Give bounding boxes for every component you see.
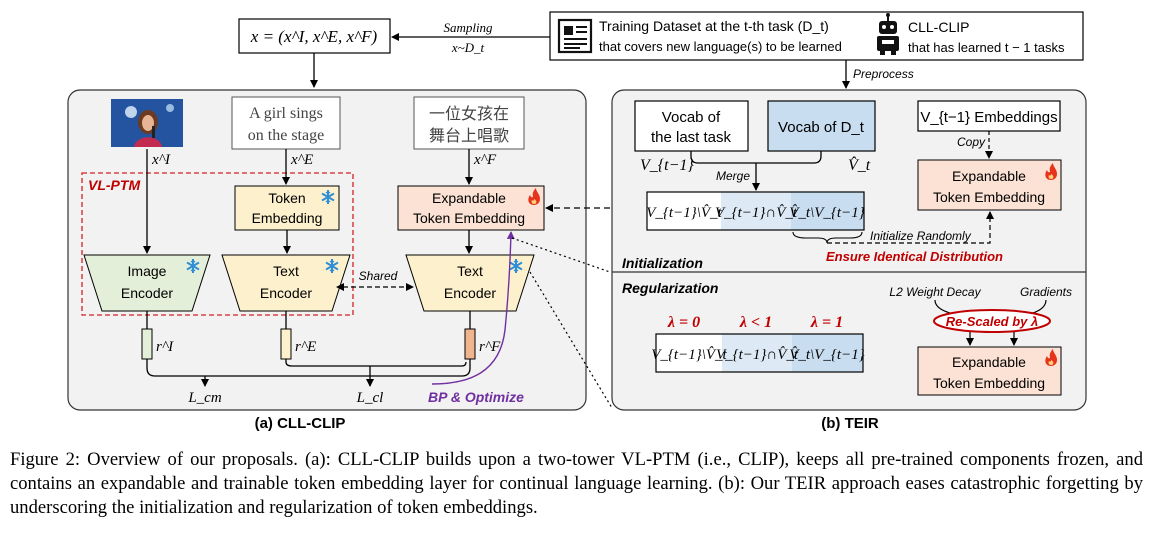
svg-text:A girl sings: A girl sings [249,105,323,122]
rep-en-bar [280,328,292,360]
svg-text:Token: Token [268,190,305,206]
prev-embeddings-box [917,100,1061,132]
svg-text:Encoder: Encoder [444,285,496,301]
v-hat-label: V̂_t [848,155,871,174]
svg-text:V_{t−1} Embeddings: V_{t−1} Embeddings [920,109,1057,126]
regularization-label: Regularization [622,280,718,296]
init-random-label: Initialize Randomly [870,229,972,243]
cl-loss-connector [285,359,467,367]
svg-text:Text: Text [457,263,483,279]
diagram-canvas: x = (x^I, x^E, x^F) Sampling x~D_t Train… [67,11,1087,432]
svg-text:the last task: the last task [651,129,732,146]
image-encoder [83,254,211,312]
l2-decay-label: L2 Weight Decay [889,285,981,299]
text-encoder-zh [405,254,535,312]
init-random-arrow [827,211,994,244]
svg-text:舞台上唱歌: 舞台上唱歌 [429,127,509,145]
r-zh-label: r^F [479,339,501,355]
lambda-one: λ = 1 [810,314,843,331]
reg-expandable-embedding-box [917,346,1062,396]
x-en-label: x^E [290,152,313,168]
dataset-box [549,11,1084,61]
svg-text:V_{t−1}∩V̂_t: V_{t−1}∩V̂_t [716,347,799,363]
r-image-label: r^I [156,339,174,355]
cll-clip-panel [67,89,587,411]
loss-cm-label: L_cm [187,390,222,406]
svg-text:Expandable: Expandable [432,190,506,206]
robot-icon [877,13,899,55]
figure-caption: Figure 2: Overview of our proposals. (a)… [10,449,1143,518]
rep-zh-bar [464,328,476,360]
cll-clip-caption: (a) CLL-CLIP [255,415,346,432]
svg-text:Token Embedding: Token Embedding [933,375,1045,391]
rescaled-ellipse [933,309,1051,333]
init-vocab-segments: V_{t−1}\V̂_t V_{t−1}∩V̂_t V̂_t\V_{t−1} [646,191,865,231]
english-caption-box: A girl sings on the stage [231,96,341,150]
svg-text:Vocab of D_t: Vocab of D_t [778,119,865,136]
svg-text:Encoder: Encoder [121,285,173,301]
svg-text:Expandable: Expandable [952,354,1026,370]
r-en-label: r^E [295,339,316,355]
vocab-dt-box [767,100,876,152]
v-prev-label: V_{t−1} [640,157,694,174]
svg-text:V̂_t\V_{t−1}: V̂_t\V_{t−1} [789,347,864,363]
x-zh-label: x^F [473,152,497,168]
loss-cl-label: L_cl [356,390,384,406]
bp-optimize-curve [431,231,515,385]
lambda-less-one: λ < 1 [739,314,772,331]
init-expandable-embedding-box [917,159,1062,211]
lambda-zero: λ = 0 [667,314,700,331]
copy-label: Copy [957,135,986,149]
merge-label: Merge [716,169,750,183]
document-icon [557,18,593,54]
svg-text:V_{t−1}∩V̂_t: V_{t−1}∩V̂_t [715,205,798,221]
svg-text:Image: Image [128,263,167,279]
svg-text:on the stage: on the stage [248,127,324,144]
gradients-label: Gradients [1020,285,1072,299]
initialization-label: Initialization [622,255,703,271]
input-tuple-text: x = (x^I, x^E, x^F) [250,27,378,46]
bp-optimize-label: BP & Optimize [428,389,524,405]
svg-text:Expandable: Expandable [952,168,1026,184]
svg-text:Token Embedding: Token Embedding [933,189,1045,205]
rescaled-label: Re-Scaled by λ [946,314,1039,329]
expandable-embedding-box [397,185,545,231]
svg-text:V_{t−1}\V̂_t: V_{t−1}\V̂_t [646,205,722,221]
teir-caption: (b) TEIR [821,415,879,432]
vl-ptm-frame [81,172,354,316]
preprocess-label: Preprocess [853,67,914,81]
model-line1: CLL-CLIP [908,19,969,35]
chinese-caption-box: 一位女孩在 舞台上唱歌 [413,96,525,150]
ensure-distribution-label: Ensure Identical Distribution [826,249,1003,264]
svg-text:V_{t−1}\V̂_t: V_{t−1}\V̂_t [651,347,727,363]
reg-vocab-segments: V_{t−1}\V̂_t V_{t−1}∩V̂_t V̂_t\V_{t−1} [651,333,865,373]
sampling-label: Sampling [443,20,493,35]
svg-text:Text: Text [273,263,299,279]
rep-image-bar [141,328,153,360]
dataset-line2: that covers new language(s) to be learne… [599,39,842,54]
svg-text:Token Embedding: Token Embedding [413,210,525,226]
svg-text:V̂_t\V_{t−1}: V̂_t\V_{t−1} [789,205,864,221]
girl-singing-photo [111,99,183,147]
x-image-label: x^I [151,152,171,168]
svg-text:Embedding: Embedding [252,210,323,226]
dataset-line1: Training Dataset at the t-th task (D_t) [599,18,829,34]
svg-text:一位女孩在: 一位女孩在 [429,104,509,123]
vocab-last-task-box [634,100,749,152]
cm-loss-connector [146,359,471,377]
model-line2: that has learned t − 1 tasks [908,40,1065,55]
vl-ptm-label: VL-PTM [88,177,140,193]
svg-text:Encoder: Encoder [260,285,312,301]
input-tuple-box [238,18,391,54]
sampling-distribution: x~D_t [451,40,485,55]
shared-label: Shared [359,269,398,283]
svg-text:Vocab of: Vocab of [662,109,721,126]
text-encoder-en [221,254,351,312]
